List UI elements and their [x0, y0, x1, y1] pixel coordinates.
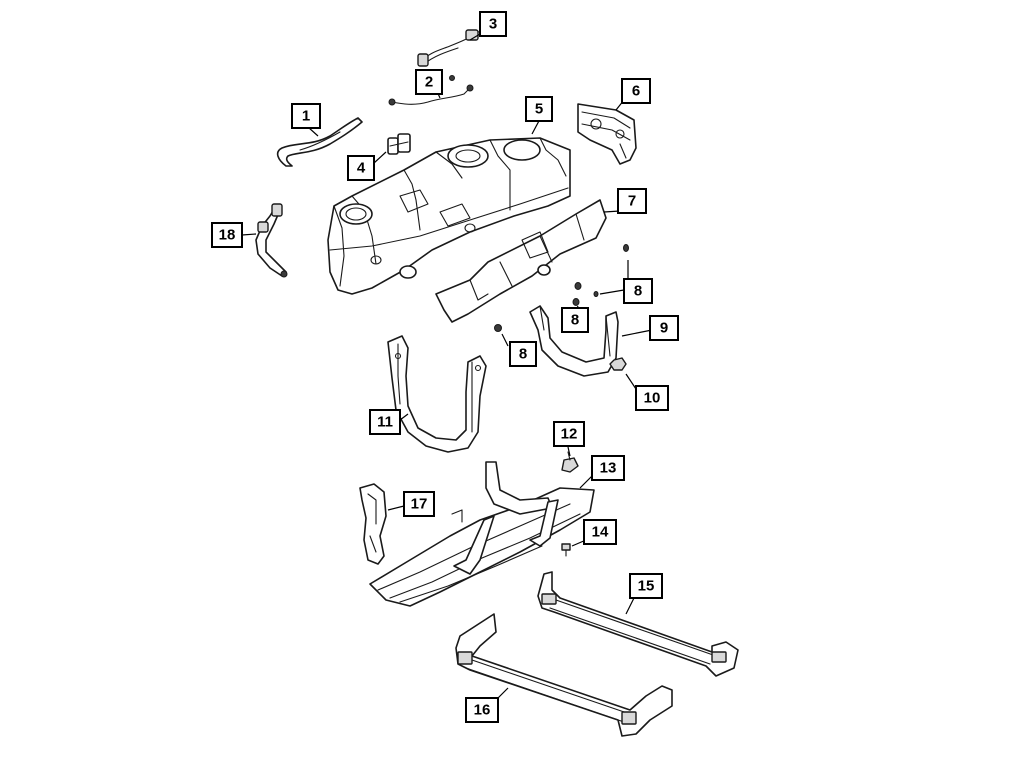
callout-label: 5	[535, 101, 543, 118]
part-10-nut	[609, 357, 627, 371]
part-2-vent-tube	[388, 75, 474, 106]
callout-label: 17	[411, 496, 428, 513]
callout-label: 11	[377, 414, 393, 431]
callout-10: 10	[635, 385, 669, 411]
callout-16: 16	[465, 697, 499, 723]
part-4-clip	[387, 133, 411, 155]
callout-15: 15	[629, 573, 663, 599]
callout-8b: 8	[561, 307, 589, 333]
callout-8c: 8	[509, 341, 537, 367]
callout-5: 5	[525, 96, 553, 122]
callout-label: 2	[425, 74, 433, 91]
callout-label: 16	[474, 702, 491, 719]
part-11-tank-strap	[387, 335, 487, 453]
callout-label: 4	[357, 160, 366, 177]
callout-label: 18	[219, 227, 236, 244]
callout-14: 14	[583, 519, 617, 545]
part-5-fuel-tank	[327, 137, 571, 295]
callout-12: 12	[553, 421, 585, 447]
callout-label: 1	[302, 108, 310, 125]
callout-3: 3	[479, 11, 507, 37]
callout-label: 15	[638, 578, 655, 595]
callout-11: 11	[369, 409, 401, 435]
part-17-bracket	[359, 483, 387, 565]
part-6-heat-shield	[577, 103, 637, 165]
part-12-clip-nut	[561, 451, 579, 473]
callout-label: 12	[561, 426, 578, 443]
part-1-filler-hose	[276, 117, 363, 167]
callout-13: 13	[591, 455, 625, 481]
part-16-crossmember	[455, 613, 673, 737]
callout-6: 6	[621, 78, 651, 104]
part-9-tank-strap	[529, 305, 619, 377]
callout-label: 6	[632, 83, 640, 100]
part-18-harness	[255, 203, 288, 278]
callout-label: 3	[489, 16, 497, 33]
callout-18: 18	[211, 222, 243, 248]
callout-4: 4	[347, 155, 375, 181]
callout-1: 1	[291, 103, 321, 129]
part-7-tank-shield	[435, 199, 607, 323]
callout-label: 8	[571, 312, 579, 329]
callout-label: 14	[592, 524, 609, 541]
callout-17: 17	[403, 491, 435, 517]
part-13-skid-plate	[369, 461, 595, 607]
callout-label: 9	[660, 320, 668, 337]
callout-2: 2	[415, 69, 443, 95]
callout-label: 8	[519, 346, 527, 363]
callout-label: 7	[628, 193, 636, 210]
part-14-bolt	[561, 543, 571, 557]
part-8-nuts	[494, 244, 629, 332]
callout-9: 9	[649, 315, 679, 341]
callout-7: 7	[617, 188, 647, 214]
callout-8a: 8	[623, 278, 653, 304]
part-15-crossmember	[537, 571, 739, 677]
callout-label: 10	[644, 390, 661, 407]
callout-label: 13	[600, 460, 617, 477]
callout-label: 8	[634, 283, 642, 300]
